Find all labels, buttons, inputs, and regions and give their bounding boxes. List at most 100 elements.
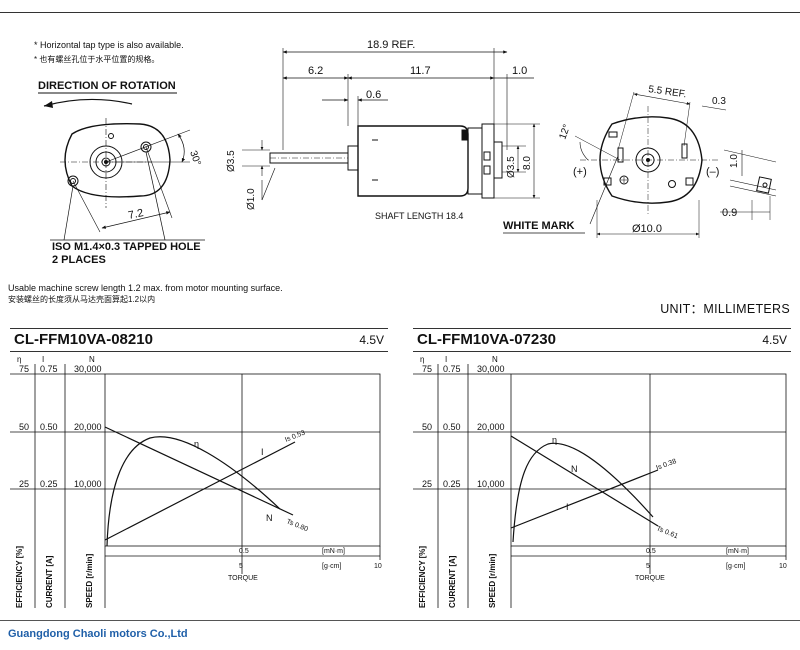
chart-1-plot-frame <box>104 373 381 547</box>
chart-1-symbol-n: N <box>89 355 95 364</box>
dim-11-7: 11.7 <box>410 65 431 77</box>
chart-1-ylabel-current: CURRENT [A] <box>45 555 54 608</box>
chart-2-xlabel: TORQUE <box>635 575 665 582</box>
chart-2-x-gcm-unit: [g·cm] <box>726 563 746 570</box>
front-end-view: DIRECTION OF ROTATION <box>38 80 205 241</box>
chart-1-x-mnm-tick: 0.5 <box>239 548 249 555</box>
units-label: UNIT：MILLIMETERS <box>660 302 790 316</box>
chart-1-cur-tick-025: 0.25 <box>40 479 58 489</box>
dim-7-2: 7.2 <box>127 207 144 222</box>
chart-2-spd-tick-10000: 10,000 <box>477 479 505 489</box>
chart-1-spd-tick-20000: 20,000 <box>74 422 102 432</box>
chart-1-x-gcm-tick-10: 10 <box>374 563 382 570</box>
chart-1-efficiency-curve <box>106 436 281 547</box>
chart-2-spd-tick-20000: 20,000 <box>477 422 505 432</box>
chart-2-cur-tick-050: 0.50 <box>443 422 461 432</box>
chart-2-current-curve <box>510 469 659 529</box>
chart-2-plot-frame <box>510 373 787 547</box>
chart-2-spd-tick-30000: 30,000 <box>477 364 505 374</box>
dim-0-9: 0.9 <box>722 207 737 219</box>
chart-2-cur-tick-025: 0.25 <box>443 479 461 489</box>
chart-1-x-gcm-unit: [g·cm] <box>322 563 342 570</box>
chart-1-x-gcm-tick-5: 5 <box>239 563 243 570</box>
chart-1-spd-tick-30000: 30,000 <box>74 364 102 374</box>
chart-2-eff-tick-50: 50 <box>422 422 432 432</box>
chart-2-i-label: I <box>566 502 569 512</box>
chart-1-title: CL-FFM10VA-08210 <box>14 331 153 348</box>
dim-1-0-terminal: 1.0 <box>729 154 740 168</box>
note-tap-en: * Horizontal tap type is also available. <box>34 40 184 50</box>
plus-terminal: (+) <box>573 166 587 178</box>
chart-2-header: CL-FFM10VA-07230 4.5V <box>413 328 791 352</box>
chart-2-title: CL-FFM10VA-07230 <box>417 331 556 348</box>
chart-2-speed-curve <box>510 435 659 527</box>
chart-1-cur-tick-050: 0.50 <box>40 422 58 432</box>
chart-1-ylabel-efficiency: EFFICIENCY [%] <box>15 546 24 608</box>
chart-2-ylabel-efficiency: EFFICIENCY [%] <box>418 546 427 608</box>
chart-1-i-label: I <box>261 447 264 457</box>
chart-1-current-curve <box>104 441 296 541</box>
chart-2-eta-label: η <box>552 435 557 445</box>
dim-shaft-dia: Ø3.5 <box>226 150 237 172</box>
angle-12-label: 12° <box>557 123 573 141</box>
chart-2-eff-tick-25: 25 <box>422 479 432 489</box>
minus-terminal: (–) <box>706 166 719 178</box>
chart-2-is-label: Is 0.38 <box>655 458 677 472</box>
dim-ref-5-5: 5.5 REF. <box>648 84 688 100</box>
chart-1-eta-label: η <box>194 439 199 449</box>
chart-1: η I N 75 50 25 0.75 0.50 0.25 30,000 20,… <box>10 355 382 608</box>
footer-rule <box>0 620 800 621</box>
hole-label-2: 2 PLACES <box>52 254 106 266</box>
chart-2-eff-tick-75: 75 <box>422 364 432 374</box>
chart-1-eff-tick-50: 50 <box>19 422 29 432</box>
chart-2-n-label: N <box>571 464 578 474</box>
rotation-arrow <box>43 98 133 107</box>
angle-30-label: 30° <box>187 149 203 167</box>
chart-1-symbol-eta: η <box>17 355 21 364</box>
chart-2-symbol-i: I <box>445 355 447 364</box>
motor-can <box>357 125 469 197</box>
chart-2-ts-label: Ts 0.61 <box>655 525 679 540</box>
chart-1-header: CL-FFM10VA-08210 4.5V <box>10 328 388 352</box>
note-screw-en: Usable machine screw length 1.2 max. fro… <box>8 283 283 293</box>
dim-height: 8.0 <box>522 156 533 170</box>
chart-1-eff-tick-75: 75 <box>19 364 29 374</box>
rotation-label: DIRECTION OF ROTATION <box>38 80 176 92</box>
chart-2-ylabel-current: CURRENT [A] <box>448 555 457 608</box>
chart-1-n-label: N <box>266 513 273 523</box>
dim-1-0: 1.0 <box>512 65 527 77</box>
chart-1-xlabel: TORQUE <box>228 575 258 582</box>
chart-1-symbol-i: I <box>42 355 44 364</box>
company-name: Guangdong Chaoli motors Co.,Ltd <box>8 628 188 640</box>
chart-1-speed-curve <box>104 426 294 516</box>
end-view-outline <box>64 123 171 198</box>
hole-label-1: ISO M1.4×0.3 TAPPED HOLE <box>52 241 201 253</box>
dim-boss-dia: Ø3.5 <box>506 156 517 178</box>
dim-dia-10: Ø10.0 <box>632 223 662 235</box>
chart-2-x-mnm-tick: 0.5 <box>646 548 656 555</box>
motor-technical-drawing: DIRECTION OF ROTATION 30° 7.2 ISO M1.4×0… <box>38 39 777 266</box>
chart-1-cur-tick-075: 0.75 <box>40 364 58 374</box>
chart-2-ylabel-speed: SPEED [r/min] <box>488 553 497 608</box>
chart-2-efficiency-curve <box>512 442 654 543</box>
top-rule <box>0 12 800 13</box>
chart-2-symbol-n: N <box>492 355 498 364</box>
dim-shaft-tip-dia: Ø1.0 <box>246 188 257 210</box>
note-tap-cn: * 也有螺丝孔位于水平位置的规格。 <box>34 55 160 64</box>
chart-2: η I N 75 50 25 0.75 0.50 0.25 30,000 20,… <box>413 355 787 608</box>
dim-6-2: 6.2 <box>308 65 323 77</box>
white-mark-label: WHITE MARK <box>503 220 575 232</box>
chart-1-x-mnm-unit: [mN·m] <box>322 548 345 555</box>
chart-2-cur-tick-075: 0.75 <box>443 364 461 374</box>
chart-2-x-gcm-tick-5: 5 <box>646 563 650 570</box>
chart-1-spd-tick-10000: 10,000 <box>74 479 102 489</box>
dim-0-6: 0.6 <box>366 89 381 101</box>
chart-1-voltage: 4.5V <box>359 333 384 347</box>
note-screw-cn: 安装螺丝的长度须从马达壳面算起1.2以内 <box>8 295 156 304</box>
chart-1-ylabel-speed: SPEED [r/min] <box>85 553 94 608</box>
side-view <box>242 48 540 201</box>
chart-2-x-gcm-tick-10: 10 <box>779 563 787 570</box>
dim-ref-total: 18.9 REF. <box>367 39 415 51</box>
shaft-length-label: SHAFT LENGTH 18.4 <box>375 211 463 221</box>
chart-1-eff-tick-25: 25 <box>19 479 29 489</box>
